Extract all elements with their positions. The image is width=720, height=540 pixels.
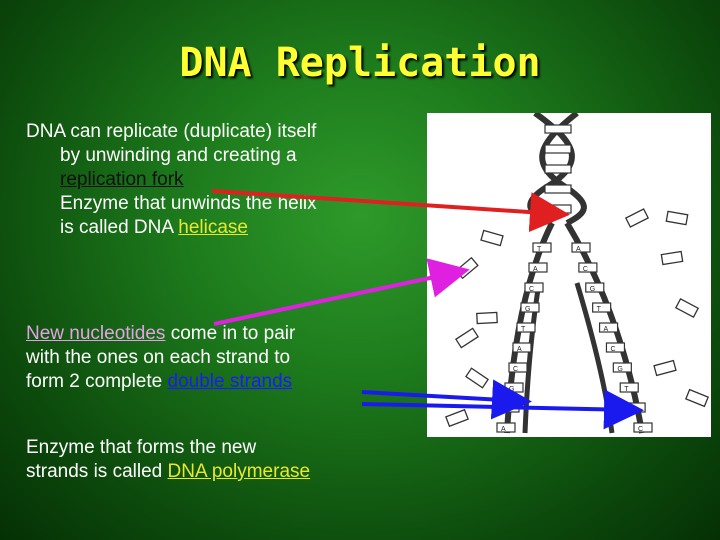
free-nucleotide xyxy=(454,327,480,349)
right-base xyxy=(612,362,632,373)
dna-polymerase-link[interactable]: DNA polymerase xyxy=(167,461,311,482)
free-nucleotide xyxy=(445,408,469,428)
right-base xyxy=(585,282,605,293)
left-base xyxy=(528,262,548,273)
left-base xyxy=(516,322,536,333)
text-line: with the ones on each strand to xyxy=(26,347,291,368)
right-base xyxy=(605,342,626,353)
base-letter: G xyxy=(590,286,595,293)
slide-title: DNA Replication xyxy=(179,40,541,86)
left-base xyxy=(496,422,516,433)
base-letter: A xyxy=(533,266,538,273)
text-line: by unwinding and creating a xyxy=(60,145,297,166)
right-base xyxy=(598,322,619,333)
free-nucleotide xyxy=(476,311,498,325)
base-letter: A xyxy=(501,426,506,433)
right-base xyxy=(571,242,591,253)
text-line: is called DNA xyxy=(60,217,179,238)
free-nucleotide xyxy=(685,388,709,408)
left-base xyxy=(520,302,540,313)
replication-fork-link[interactable]: replication fork xyxy=(60,169,184,190)
text-line: DNA can replicate (duplicate) itself xyxy=(26,121,317,142)
free-nucleotide xyxy=(624,208,650,228)
double-strands-arrow-2 xyxy=(361,389,644,430)
paragraph-nucleotides: New nucleotides come in to pair with the… xyxy=(26,322,406,394)
text-line: come in to pair xyxy=(165,323,296,344)
free-nucleotide xyxy=(465,367,489,389)
free-nucleotide xyxy=(480,229,504,247)
paragraph-replication-fork: DNA can replicate (duplicate) itself by … xyxy=(26,120,416,240)
new-nucleotides-link[interactable]: New nucleotides xyxy=(26,323,166,344)
base-letter: G xyxy=(525,306,530,313)
free-nucleotide xyxy=(674,298,700,318)
base-pair-rung xyxy=(544,164,572,174)
base-letter: C xyxy=(513,366,518,373)
base-letter: C xyxy=(583,266,588,273)
left-base xyxy=(524,282,544,293)
left-base xyxy=(508,362,528,373)
paragraph-polymerase: Enzyme that forms the new strands is cal… xyxy=(26,436,426,484)
double-strands-arrow-1 xyxy=(361,379,532,420)
helicase-link[interactable]: helicase xyxy=(178,217,248,238)
text-line: strands is called xyxy=(26,461,168,482)
right-base xyxy=(592,302,612,313)
left-base xyxy=(512,342,532,353)
base-letter: A xyxy=(517,346,522,353)
base-letter: T xyxy=(521,326,526,333)
base-letter: A xyxy=(604,326,609,333)
base-letter: A xyxy=(576,246,581,253)
text-line: form 2 complete xyxy=(26,371,168,392)
base-letter: C xyxy=(529,286,534,293)
free-nucleotide xyxy=(660,250,684,266)
base-pair-rung xyxy=(544,144,572,154)
free-nucleotide xyxy=(653,359,677,377)
left-base xyxy=(532,242,552,253)
base-letter: T xyxy=(537,246,542,253)
text-line: Enzyme that forms the new xyxy=(26,437,257,458)
text-line: Enzyme that unwinds the helix xyxy=(60,193,317,214)
base-pair-rung xyxy=(544,124,572,134)
nucleotides-arrow xyxy=(213,258,470,326)
right-base xyxy=(578,262,598,273)
base-letter: T xyxy=(597,306,602,313)
base-letter: C xyxy=(610,346,615,353)
base-letter: G xyxy=(617,366,622,373)
replication-fork-arrow xyxy=(211,189,570,233)
free-nucleotide xyxy=(665,210,689,226)
double-strands-link[interactable]: double strands xyxy=(167,371,293,392)
base-letter: C xyxy=(638,426,643,433)
